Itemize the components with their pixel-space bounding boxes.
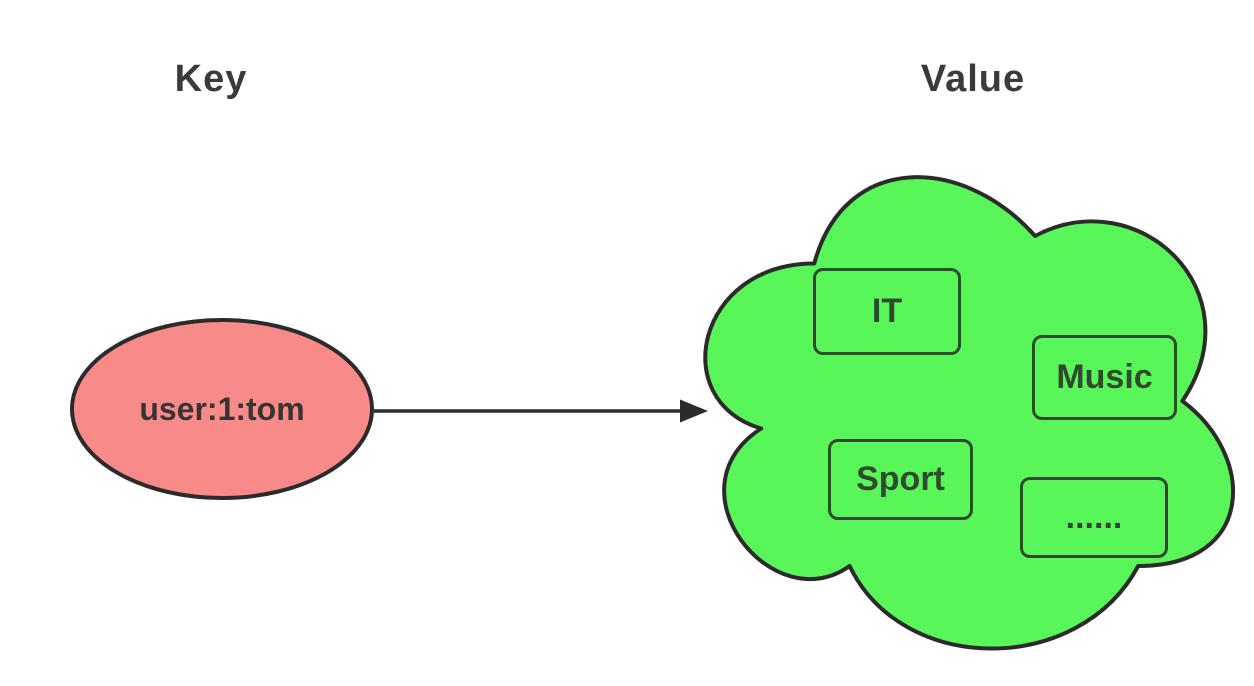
key-column-heading: Key — [174, 58, 248, 100]
category-label-music: Music — [1056, 358, 1153, 396]
category-label-sport: Sport — [856, 460, 945, 498]
arrow-head — [680, 399, 708, 423]
category-label-it: IT — [871, 292, 903, 330]
category-label-more: ...... — [1065, 498, 1123, 536]
category-box-more: ...... — [1020, 477, 1168, 558]
key-node-ellipse — [70, 318, 374, 500]
key-node-label: user:1:tom — [139, 391, 305, 427]
category-box-it: IT — [813, 268, 961, 355]
value-column-heading: Value — [920, 58, 1026, 100]
category-box-sport: Sport — [828, 439, 973, 520]
category-box-music: Music — [1032, 335, 1177, 420]
